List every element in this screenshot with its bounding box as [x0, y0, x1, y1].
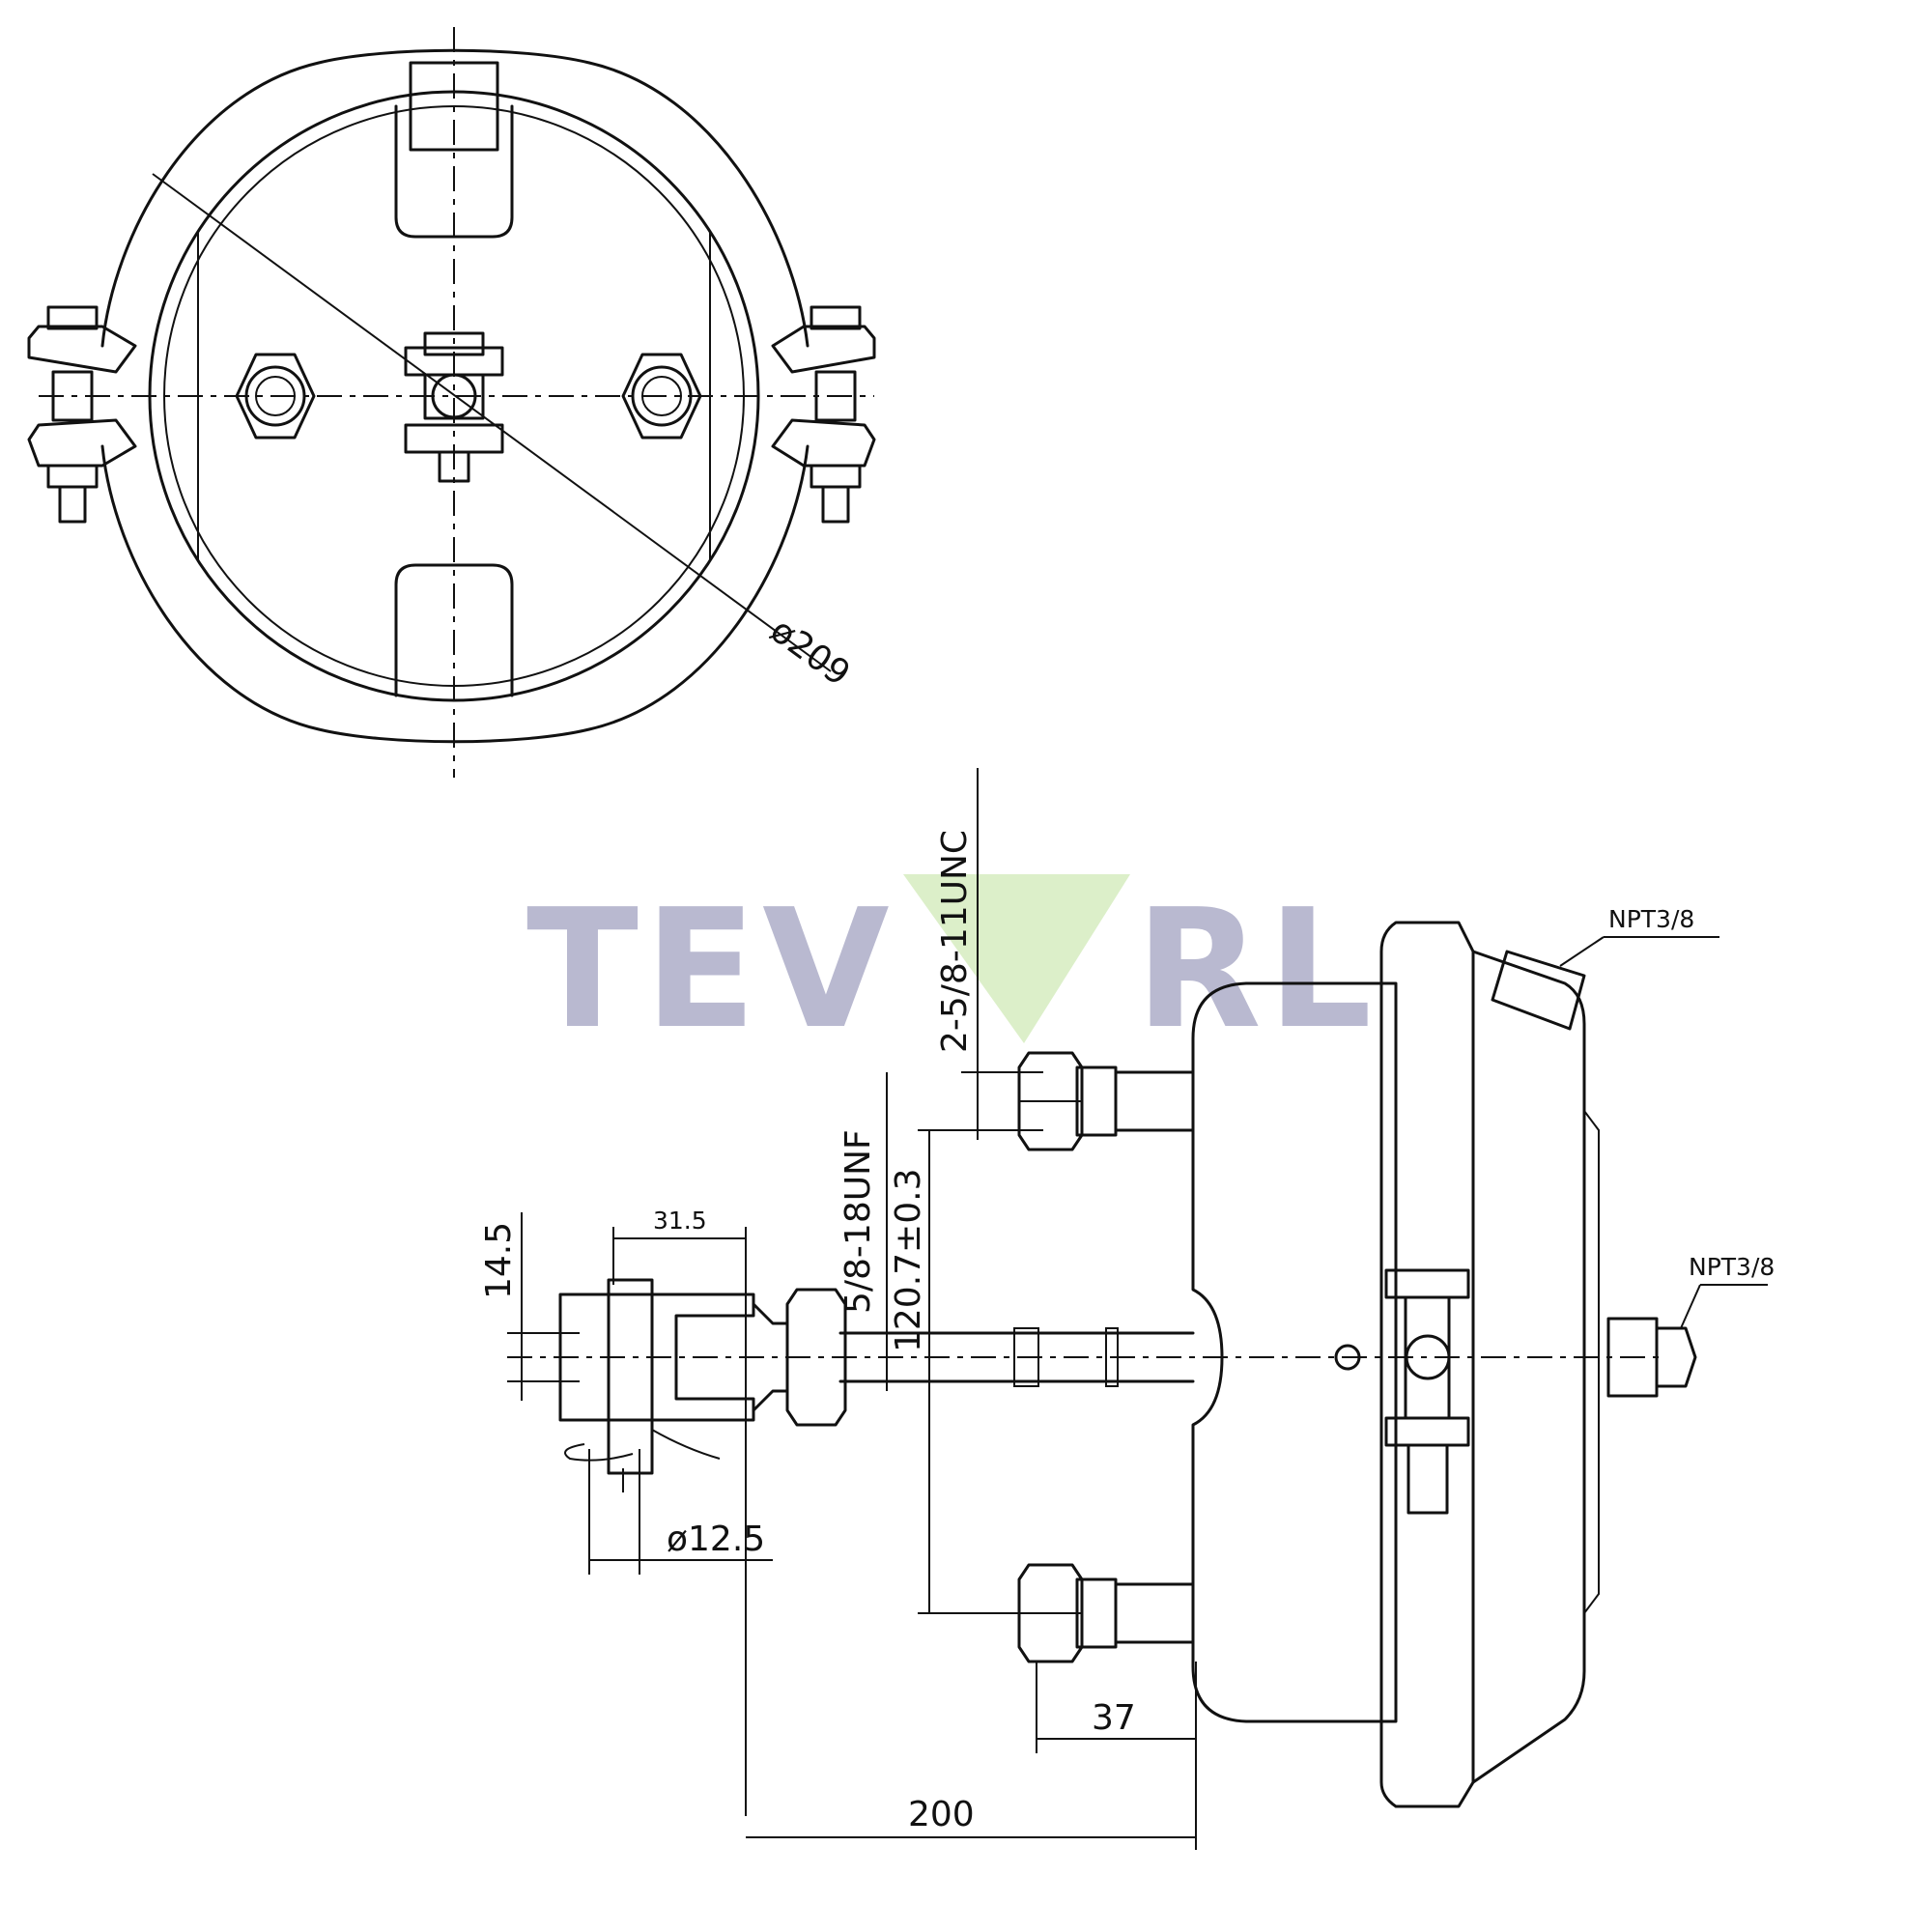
lower-mounting-stud — [1017, 1563, 1195, 1663]
top-port-label: NPT3/8 — [1608, 905, 1694, 933]
top-slot-pocket — [394, 104, 514, 239]
stud-spacing-label: 120.7±0.3 — [889, 1169, 928, 1352]
rear-housing-step — [1583, 1110, 1600, 1614]
rear-port-label: NPT3/8 — [1689, 1253, 1775, 1281]
watermark-text-left: TEV — [526, 874, 895, 1065]
rear-port-nut — [1655, 1326, 1697, 1388]
upper-mounting-stud — [1017, 1051, 1195, 1151]
watermark-text-right: RL — [1135, 874, 1378, 1065]
clamp-band — [1379, 921, 1475, 1808]
housing-circle — [148, 90, 760, 702]
top-view: ø209 — [27, 27, 876, 778]
clevis-width-label: 31.5 — [653, 1207, 707, 1235]
housing-inner-circle — [163, 105, 745, 687]
watermark-logo-mark — [903, 874, 1130, 1043]
watermark: TEV RL — [526, 874, 1378, 1065]
front-housing — [1191, 981, 1398, 1723]
clamp-bolt — [1384, 1268, 1470, 1515]
vent-hole — [1334, 1344, 1361, 1371]
diameter-leader-line — [152, 173, 832, 672]
rear-housing — [1471, 950, 1586, 1784]
bottom-slot-pocket — [394, 563, 514, 697]
top-port-leader — [1559, 936, 1605, 967]
push-rod-length-label: 200 — [908, 1795, 975, 1834]
side-clevis — [558, 1278, 789, 1492]
left-stud-hex-nut — [235, 353, 316, 440]
clevis-height-label: 14.5 — [479, 1222, 519, 1299]
left-clamp-lug — [27, 305, 137, 524]
right-stud-hex-nut — [621, 353, 702, 440]
diameter-label: ø209 — [763, 611, 858, 695]
right-clamp-lug — [771, 305, 876, 524]
top-port-fitting — [1491, 950, 1586, 1031]
rod-thread-label: 5/8-18UNF — [838, 1129, 878, 1314]
center-clevis — [404, 331, 504, 483]
side-view: NPT3/8 NPT3/8 — [479, 768, 1775, 1850]
pin-diameter-label: ø12.5 — [667, 1520, 765, 1559]
clamp-ring-upper-outer — [100, 48, 810, 348]
stud-thread-label: 2-5/8-11UNC — [935, 830, 975, 1053]
top-slot-outer — [409, 61, 499, 152]
rear-port-leader — [1680, 1284, 1701, 1329]
stud-length-label: 37 — [1092, 1698, 1136, 1738]
